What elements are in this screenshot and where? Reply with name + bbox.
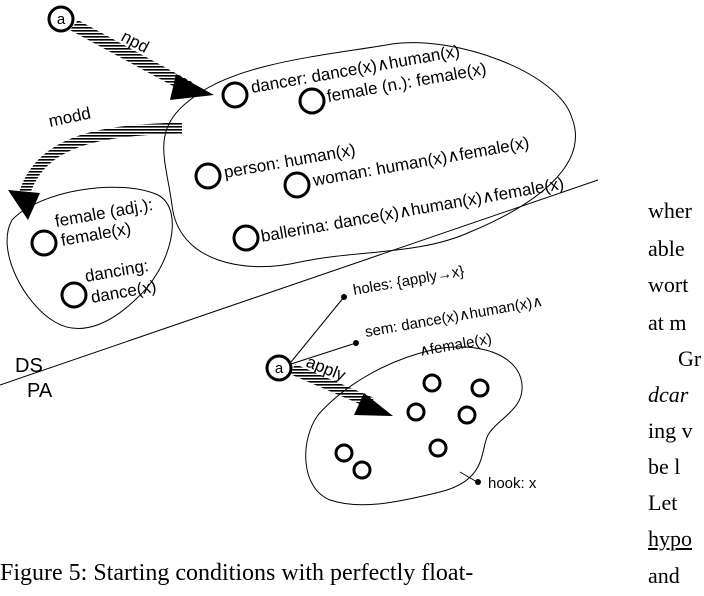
sense-node [30,229,58,257]
sense-node [194,162,222,190]
pa-hole [457,405,477,425]
pa-holes [334,373,490,480]
token-a-pa [265,354,293,382]
side-text-line: Gr [678,346,702,371]
token-a-pa-label: a [275,360,284,377]
side-text-line: hypo [648,526,692,551]
figure-caption: Figure 5: Starting conditions with perfe… [0,560,474,586]
pa-label: PA [27,380,53,402]
sem-pointer [290,342,357,365]
side-text-line: at m [648,310,687,335]
holes-dot [341,294,347,300]
pa-hole [352,460,372,480]
sem-label-line2: ∧female(x) [418,330,493,360]
pa-hole [422,373,442,393]
pa-hole [428,438,448,458]
npd-arrow [70,20,214,100]
hook-pointer [459,471,478,483]
sem-label-line1: sem: dance(x)∧human(x)∧ [364,293,545,341]
apply-arrow [290,364,393,416]
holes-pointer [290,296,345,363]
sem-dot [353,340,359,346]
side-text-line: dcar [648,382,689,407]
ds-pa-divider [0,179,599,386]
side-text-line: and [648,563,680,588]
side-text-line: be l [648,454,681,479]
token-a-ds [47,5,75,33]
modifier-lexicon-region [6,186,173,329]
side-text-line: Let [648,490,678,515]
sense-node [298,87,326,115]
holes-label: holes: {apply→x} [352,263,466,299]
noun-lexicon-region [163,42,576,268]
modd-arrow [8,122,183,220]
token-a-ds-label: a [57,11,66,28]
hook-dot [475,479,481,485]
ds-label: DS [15,355,43,377]
pa-hole [334,443,354,463]
sense-dancing: dancing: dance(x) [60,256,158,309]
side-text-line: wher [648,198,692,223]
modd-label: modd [47,103,93,130]
sense-node [221,81,249,109]
pa-hole [470,378,490,398]
sense-node [232,224,260,252]
sense-node [60,281,88,309]
sense-node [283,171,311,199]
side-text-line: able [648,236,685,261]
pa-hole [406,402,426,422]
side-text-line: ing v [648,418,693,443]
pa-region [305,346,523,506]
hook-label: hook: x [488,475,537,492]
sense-female-adj: female (adj.): female(x) [30,195,154,257]
side-text-line: wort [648,272,689,297]
